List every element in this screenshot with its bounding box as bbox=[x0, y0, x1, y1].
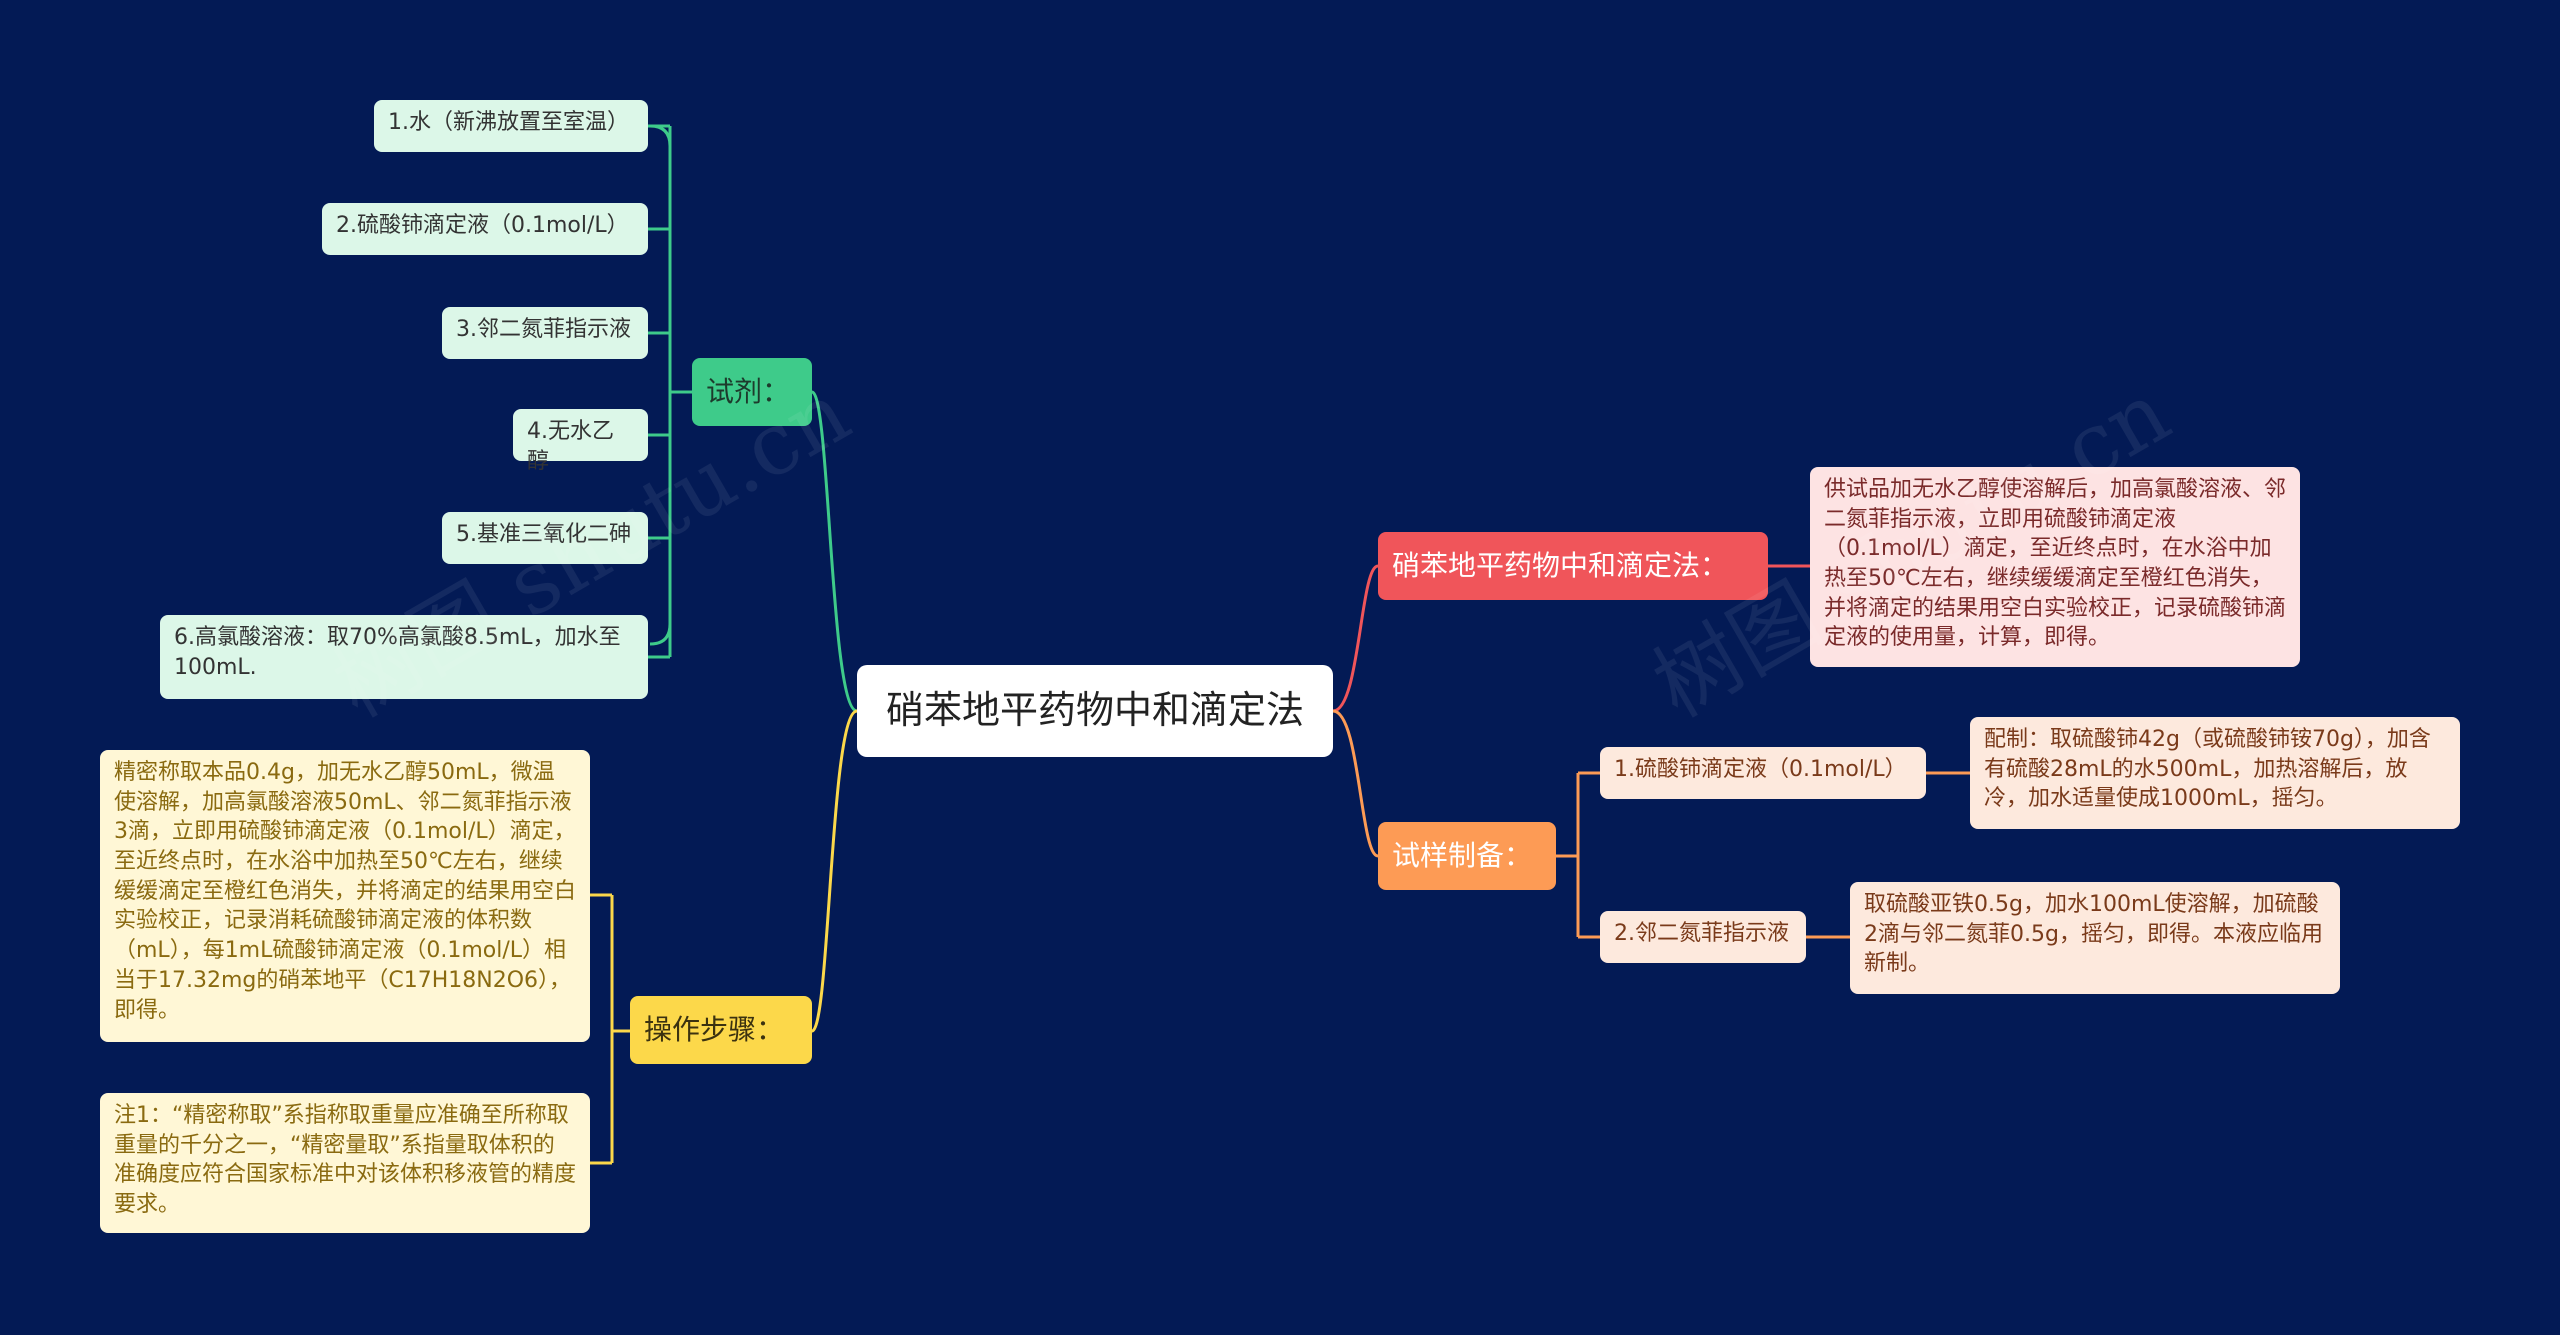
link-root-steps bbox=[810, 709, 858, 1033]
prep-item-1-detail[interactable]: 配制：取硫酸铈42g（或硫酸铈铵70g），加含有硫酸28mL的水500mL，加热… bbox=[1970, 717, 2460, 829]
reagent-item-3[interactable]: 3.邻二氮菲指示液 bbox=[442, 307, 648, 359]
method-detail[interactable]: 供试品加无水乙醇使溶解后，加高氯酸溶液、邻二氮菲指示液，立即用硫酸铈滴定液（0.… bbox=[1810, 467, 2300, 667]
prep-item-1[interactable]: 1.硫酸铈滴定液（0.1mol/L） bbox=[1600, 747, 1926, 799]
reagent-item-6[interactable]: 6.高氯酸溶液：取70%高氯酸8.5mL，加水至100mL. bbox=[160, 615, 648, 699]
link-root-reagents bbox=[810, 390, 858, 713]
reagent-item-2[interactable]: 2.硫酸铈滴定液（0.1mol/L） bbox=[322, 203, 648, 255]
prep-item-2[interactable]: 2.邻二氮菲指示液 bbox=[1600, 911, 1806, 963]
step-detail-1[interactable]: 精密称取本品0.4g，加无水乙醇50mL，微温使溶解，加高氯酸溶液50mL、邻二… bbox=[100, 750, 590, 1042]
step-note-1[interactable]: 注1：“精密称取”系指称取重量应准确至所称取重量的千分之一，“精密量取”系指量取… bbox=[100, 1093, 590, 1233]
branch-method[interactable]: 硝苯地平药物中和滴定法： bbox=[1378, 532, 1768, 600]
branch-steps[interactable]: 操作步骤： bbox=[630, 996, 812, 1064]
prep-item-2-detail[interactable]: 取硫酸亚铁0.5g，加水100mL使溶解，加硫酸2滴与邻二氮菲0.5g，摇匀，即… bbox=[1850, 882, 2340, 994]
reagent-item-5[interactable]: 5.基准三氧化二砷 bbox=[442, 512, 648, 564]
branch-reagents[interactable]: 试剂： bbox=[692, 358, 812, 426]
link-root-prep bbox=[1332, 709, 1379, 858]
reagent-bracket bbox=[649, 124, 692, 646]
root-topic[interactable]: 硝苯地平药物中和滴定法 bbox=[857, 665, 1333, 757]
link-root-method bbox=[1332, 564, 1379, 713]
reagent-item-1[interactable]: 1.水（新沸放置至室温） bbox=[374, 100, 648, 152]
reagent-item-4[interactable]: 4.无水乙醇 bbox=[513, 409, 648, 474]
branch-prep[interactable]: 试样制备： bbox=[1378, 822, 1556, 890]
